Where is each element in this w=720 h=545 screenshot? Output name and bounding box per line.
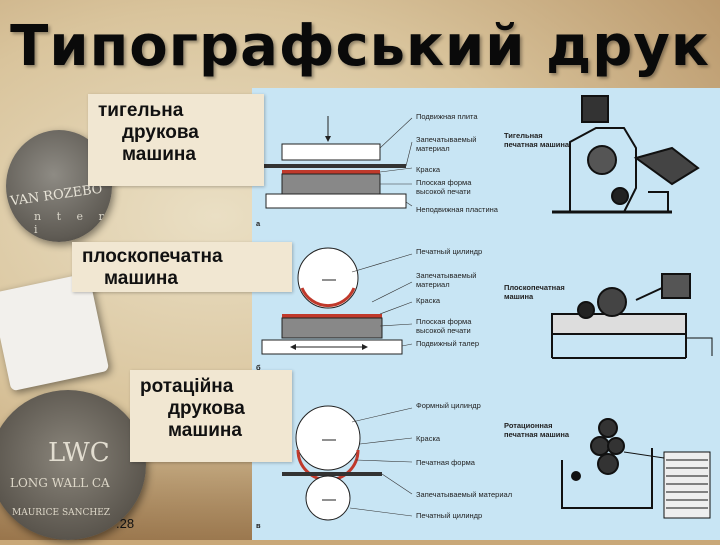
slide-title: Типографський друк [0,14,720,79]
flatbed-machine-drawing [552,274,712,358]
label-rotary-line2: друкова [140,398,282,420]
platen-callout-1: Подвижная плита [416,112,478,121]
flatbed-callout-5: Подвижный талер [416,339,479,348]
sample-3-line1: LWC [48,438,110,468]
label-rotary-press: ротаційна друкова машина [130,370,292,462]
flatbed-callout-3: Краска [416,296,441,305]
platen-callout-3: Краска [416,165,441,174]
label-platen-line3: машина [98,144,254,166]
rotary-callout-5: Печатный цилиндр [416,511,482,520]
rotary-callout-4: Запечатываемый материал [416,490,512,499]
rotary-machine-drawing [562,419,710,518]
page-number: .28 [116,516,134,531]
platen-machine-drawing [552,96,698,212]
label-rotary-line3: машина [140,420,282,442]
flatbed-callout-1: Печатный цилиндр [416,247,482,256]
label-flatbed-press: плоскопечатна машина [72,242,292,292]
sample-3-line3: MAURICE SANCHEZ [12,508,110,518]
rotary-callout-3: Печатная форма [416,458,476,467]
sample-3-line2: LONG WALL CA [10,476,110,490]
platen-callout-5: Неподвижная пластина [416,205,499,214]
rotary-diagram: в Формный цилиндр Краска Печатная форма … [256,401,710,530]
rotary-callout-2: Краска [416,434,441,443]
sample-1-line2: n t e r i [34,210,112,236]
label-flatbed-line1: плоскопечатна [82,246,282,268]
label-flatbed-line2: машина [82,268,282,290]
rotary-callout-1: Формный цилиндр [416,401,481,410]
label-rotary-line1: ротаційна [140,376,282,398]
label-platen-line1: тигельна [98,100,254,122]
label-platen-press: тигельна друкова машина [88,94,264,186]
label-platen-line2: друкова [98,122,254,144]
rotary-corner-letter: в [256,521,261,530]
platen-corner-letter: а [256,219,261,228]
